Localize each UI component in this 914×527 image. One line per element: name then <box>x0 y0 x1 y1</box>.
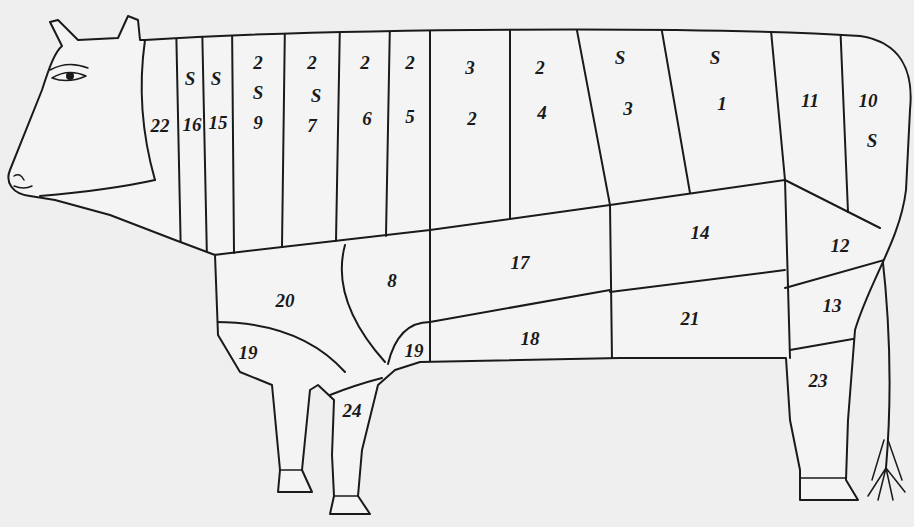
callout-number: 11 <box>801 91 819 110</box>
callout-number: 2 <box>405 53 415 72</box>
callout-number: 2 <box>467 109 477 128</box>
cut-lines <box>176 20 914 395</box>
brow <box>50 64 88 70</box>
hoof-lines <box>280 470 846 496</box>
callout-number: 13 <box>823 296 842 315</box>
callout-number: 12 <box>831 236 850 255</box>
callout-number: 4 <box>537 103 547 122</box>
callout-number: 15 <box>209 113 228 132</box>
callout-number: 16 <box>183 115 202 134</box>
eye <box>52 72 86 80</box>
callout-number: 17 <box>511 253 530 272</box>
callout-number: S <box>710 48 721 67</box>
mouth <box>14 186 32 188</box>
tail-hair <box>868 440 905 500</box>
callout-number: 2 <box>307 53 317 72</box>
callout-number: 2 <box>360 53 370 72</box>
callout-number: S <box>867 131 878 150</box>
callout-number: S <box>615 48 626 67</box>
callout-number: 14 <box>691 223 710 242</box>
callout-number: S <box>311 86 322 105</box>
callout-number: S <box>185 69 196 88</box>
callout-number: 8 <box>387 271 397 290</box>
head-line <box>142 40 155 180</box>
callout-number: 10 <box>859 91 878 110</box>
nostril <box>14 175 24 180</box>
callout-number: 9 <box>253 113 263 132</box>
callout-number: 3 <box>623 99 633 118</box>
callout-number: 2 <box>535 58 545 77</box>
callout-number: S <box>253 83 264 102</box>
callout-number: S <box>211 69 222 88</box>
callout-number: 18 <box>521 329 540 348</box>
cow-outline <box>8 16 910 514</box>
pupil <box>67 73 73 79</box>
callout-number: 21 <box>681 309 700 328</box>
callout-number: 19 <box>405 341 424 360</box>
callout-number: 5 <box>405 107 415 126</box>
callout-number: 23 <box>809 371 828 390</box>
jaw-line <box>40 180 155 196</box>
callout-number: 6 <box>362 109 372 128</box>
callout-number: 7 <box>307 116 317 135</box>
callout-number: 1 <box>717 94 727 113</box>
callout-number: 2 <box>253 53 263 72</box>
callout-number: 22 <box>151 116 170 135</box>
callout-number: 24 <box>343 401 362 420</box>
callout-number: 19 <box>239 343 258 362</box>
callout-number: 20 <box>276 291 295 310</box>
callout-number: 3 <box>465 58 475 77</box>
